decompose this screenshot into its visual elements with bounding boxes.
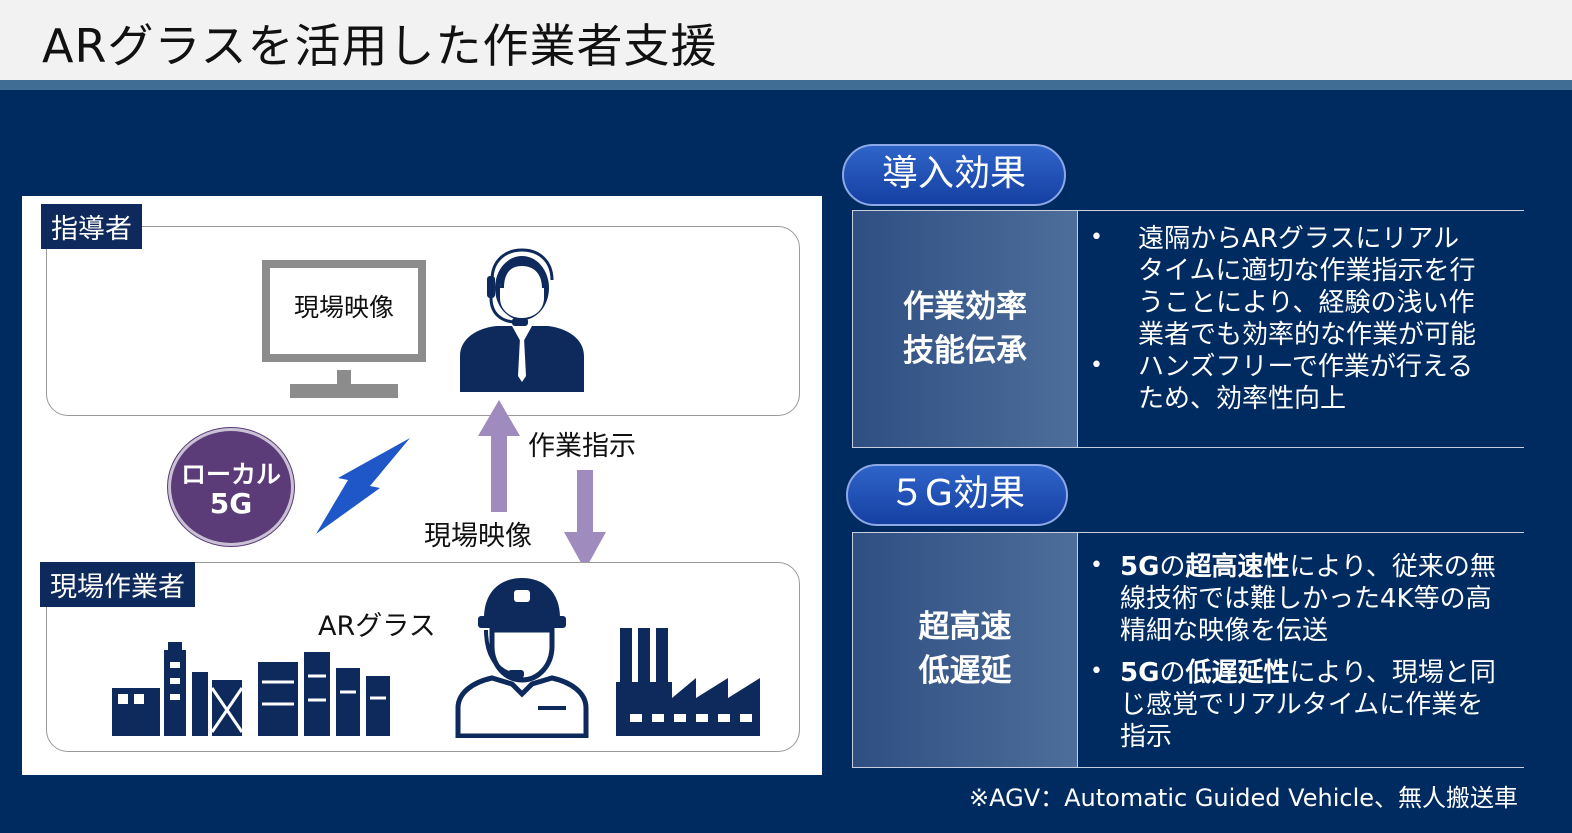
- bullet-dot: •: [1090, 553, 1103, 578]
- effects-heading-line1: 作業効率: [903, 289, 1027, 325]
- effects-heading-line2: 技能伝承: [903, 333, 1027, 369]
- supervisor-tag: 指導者: [41, 204, 142, 249]
- fiveg-b1-line1: 5Gの超高速性により、従来の無: [1120, 551, 1496, 583]
- supervisor-headset-icon: [460, 248, 584, 392]
- effects-b1-line1: 遠隔からARグラスにリアル: [1138, 224, 1460, 254]
- title-bar: ARグラスを活用した作業者支援: [0, 0, 1572, 80]
- ar-glass-label: ARグラス: [318, 611, 436, 642]
- effects-b1-line2: タイムに適切な作業指示を行: [1138, 256, 1476, 286]
- effects-b1-line4: 業者でも効率的な作業が可能: [1138, 320, 1477, 350]
- factory-tanks-icon: [258, 652, 390, 736]
- badge-line2: 5G: [209, 487, 253, 520]
- effects-card-body: • 遠隔からARグラスにリアル タイムに適切な作業指示を行 うことにより、経験の…: [1078, 211, 1524, 447]
- fiveg-card-body: • 5Gの超高速性により、従来の無 線技術では難しかった4K等の高 精細な映像を…: [1078, 533, 1524, 767]
- bullet-dot: •: [1090, 353, 1103, 378]
- fiveg-b2-line3: 指示: [1120, 722, 1173, 752]
- factory-plant-icon: [112, 642, 244, 736]
- effects-card: 作業効率 技能伝承 • 遠隔からARグラスにリアル タイムに適切な作業指示を行 …: [852, 210, 1524, 448]
- footnote: ※AGV：Automatic Guided Vehicle、無人搬送車: [969, 784, 1518, 812]
- effects-card-heading: 作業効率 技能伝承: [852, 211, 1078, 447]
- fiveg-heading-line1: 超高速: [918, 609, 1012, 645]
- worker-tag: 現場作業者: [40, 562, 195, 607]
- fiveg-b2-line1: 5Gの低遅延性により、現場と同: [1120, 657, 1496, 689]
- fiveg-b2-line2: じ感覚でリアルタイムに作業を: [1120, 690, 1484, 720]
- fiveg-b1-plain-a: の: [1159, 552, 1186, 582]
- monitor-base: [290, 384, 398, 398]
- fiveg-b1-strong-a: 5G: [1120, 552, 1160, 582]
- diagram-panel: 指導者 現場映像 作業指示 現場映像 ローカル 5G 現場作業者 ARグラス: [22, 196, 822, 775]
- fiveg-card: 超高速 低遅延 • 5Gの超高速性により、従来の無 線技術では難しかった4K等の…: [852, 532, 1524, 768]
- monitor-stand: [337, 370, 351, 384]
- fiveg-b2-strong-a: 5G: [1120, 658, 1160, 688]
- fiveg-card-heading: 超高速 低遅延: [852, 533, 1078, 767]
- bullet-dot: •: [1090, 225, 1103, 250]
- fiveg-b1-plain-b: により、従来の無: [1289, 552, 1496, 582]
- factory-building-icon: [616, 628, 760, 736]
- instruction-downlink-arrow: [564, 470, 606, 570]
- instruction-label: 作業指示: [528, 431, 636, 462]
- effects-b2-line1: ハンズフリーで作業が行える: [1138, 352, 1474, 382]
- fiveg-b1-strong-b: 超高速性: [1185, 552, 1290, 582]
- fiveg-heading-line2: 低遅延: [918, 653, 1012, 689]
- lightning-icon: [316, 438, 410, 534]
- fiveg-b1-line3: 精細な映像を伝送: [1120, 616, 1329, 646]
- effects-section-title: 導入効果: [842, 144, 1066, 206]
- monitor-icon: 現場映像: [262, 260, 426, 362]
- video-label: 現場映像: [424, 521, 532, 552]
- local-5g-badge: ローカル 5G: [168, 428, 294, 546]
- badge-line1: ローカル: [180, 460, 281, 489]
- worker-helmet-icon: [455, 578, 589, 738]
- fiveg-b2-plain-a: の: [1159, 658, 1186, 688]
- fiveg-b2-strong-b: 低遅延性: [1185, 658, 1290, 688]
- fiveg-b2-plain-b: により、現場と同: [1289, 658, 1496, 688]
- page-title: ARグラスを活用した作業者支援: [42, 19, 718, 73]
- fiveg-b1-line2: 線技術では難しかった4K等の高: [1120, 584, 1492, 614]
- monitor-label: 現場映像: [293, 293, 394, 322]
- effects-b2-line2: ため、効率性向上: [1138, 384, 1347, 414]
- bullet-dot: •: [1090, 659, 1103, 684]
- effects-b1-line3: うことにより、経験の浅い作: [1138, 288, 1475, 318]
- fiveg-section-title: ５G効果: [846, 464, 1068, 526]
- video-uplink-arrow: [478, 400, 520, 512]
- title-divider: [0, 80, 1572, 90]
